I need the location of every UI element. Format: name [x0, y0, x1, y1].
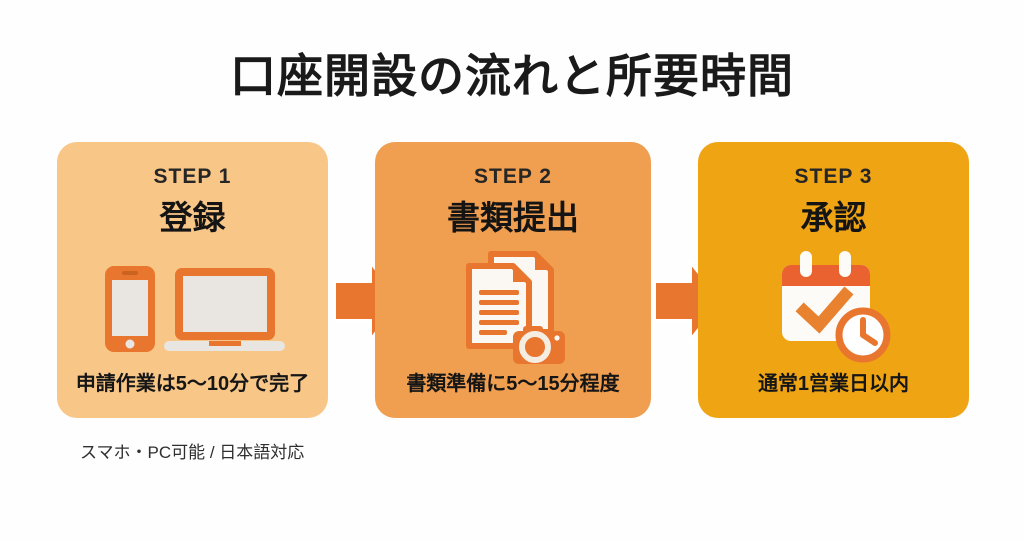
step-2-title: 書類提出 [447, 199, 579, 236]
step-1-title: 登録 [159, 199, 226, 236]
documents-camera-icon [375, 245, 651, 367]
step-card-3: STEP 3 承認 通常1営業日以内 [698, 142, 969, 418]
calendar-check-clock-icon [698, 245, 969, 367]
step-3-title: 承認 [800, 199, 867, 236]
step-2-label: STEP 2 [474, 165, 552, 188]
step-card-2: STEP 2 書類提出 [375, 142, 651, 418]
step-2-duration: 書類準備に5〜15分程度 [406, 373, 620, 395]
step-card-1: STEP 1 登録 申請作業は5〜10分で完了 [57, 142, 328, 418]
step-3-duration: 通常1営業日以内 [757, 373, 910, 395]
step-1-label: STEP 1 [153, 165, 232, 188]
step-3-label: STEP 3 [794, 165, 873, 188]
page-title: 口座開設の流れと所要時間 [230, 50, 794, 102]
step-1-duration: 申請作業は5〜10分で完了 [75, 373, 310, 395]
footnote: スマホ・PC可能 / 日本語対応 [80, 443, 305, 462]
smartphone-laptop-icon [57, 245, 328, 367]
